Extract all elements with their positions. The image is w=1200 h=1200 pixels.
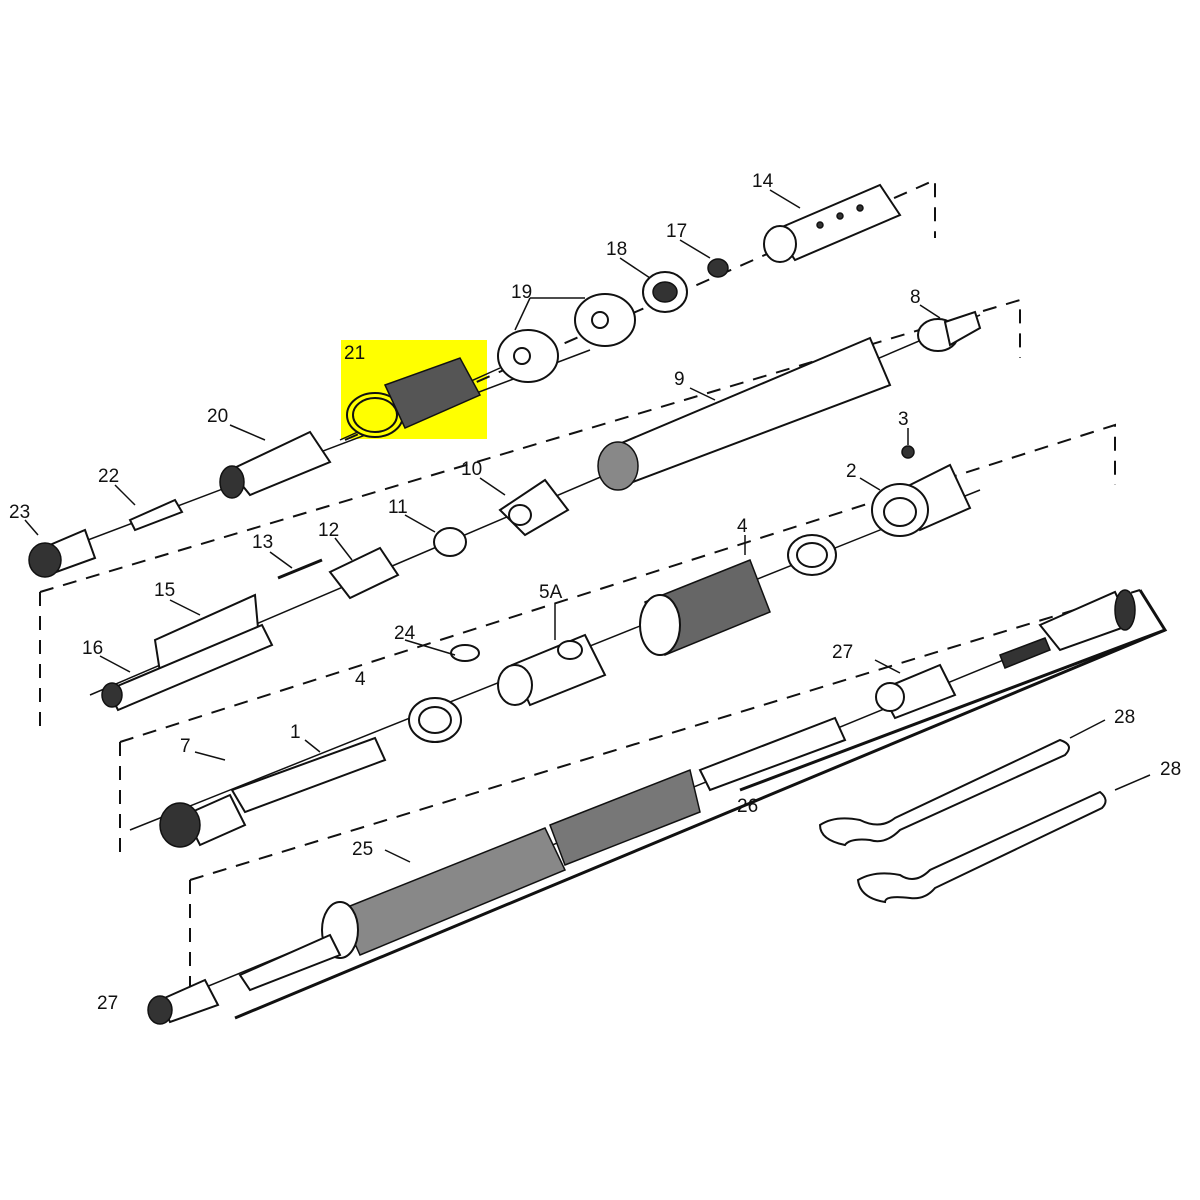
- part-label-27: 27: [832, 642, 854, 663]
- part-label-10: 10: [461, 459, 483, 480]
- part-label-20: 20: [207, 406, 229, 427]
- part-label-28: 28: [1160, 759, 1182, 780]
- part-label-12: 12: [318, 520, 340, 541]
- part-label-9: 9: [674, 369, 685, 390]
- part-label-4: 4: [737, 516, 748, 537]
- part-label-19: 19: [511, 282, 533, 303]
- part-21: [346, 357, 482, 438]
- part-label-18: 18: [606, 239, 628, 260]
- part-label-3: 3: [898, 409, 909, 430]
- part-label-28: 28: [1114, 707, 1136, 728]
- part-label-14: 14: [752, 171, 774, 192]
- part-label-23: 23: [9, 502, 31, 523]
- part-label-2: 2: [846, 461, 857, 482]
- part-label-25: 25: [352, 839, 374, 860]
- part-label-8: 8: [910, 287, 921, 308]
- part-label-22: 22: [98, 466, 120, 487]
- part-label-27: 27: [97, 993, 119, 1014]
- part-label-16: 16: [82, 638, 104, 659]
- wrench-2: [856, 790, 1107, 904]
- part-label-4: 4: [355, 669, 366, 690]
- part-label-11: 11: [388, 497, 408, 518]
- part-label-15: 15: [154, 580, 176, 601]
- part-label-17: 17: [666, 221, 688, 242]
- part-label-7: 7: [180, 736, 191, 757]
- part-label-1: 1: [290, 722, 301, 743]
- part-label-5A: 5A: [539, 582, 563, 603]
- part-label-21: 21: [344, 343, 366, 364]
- wrench-1: [818, 738, 1070, 847]
- part-14: [763, 183, 902, 263]
- part-label-26: 26: [737, 796, 759, 817]
- part-label-13: 13: [252, 532, 274, 553]
- part-label-24: 24: [394, 623, 416, 644]
